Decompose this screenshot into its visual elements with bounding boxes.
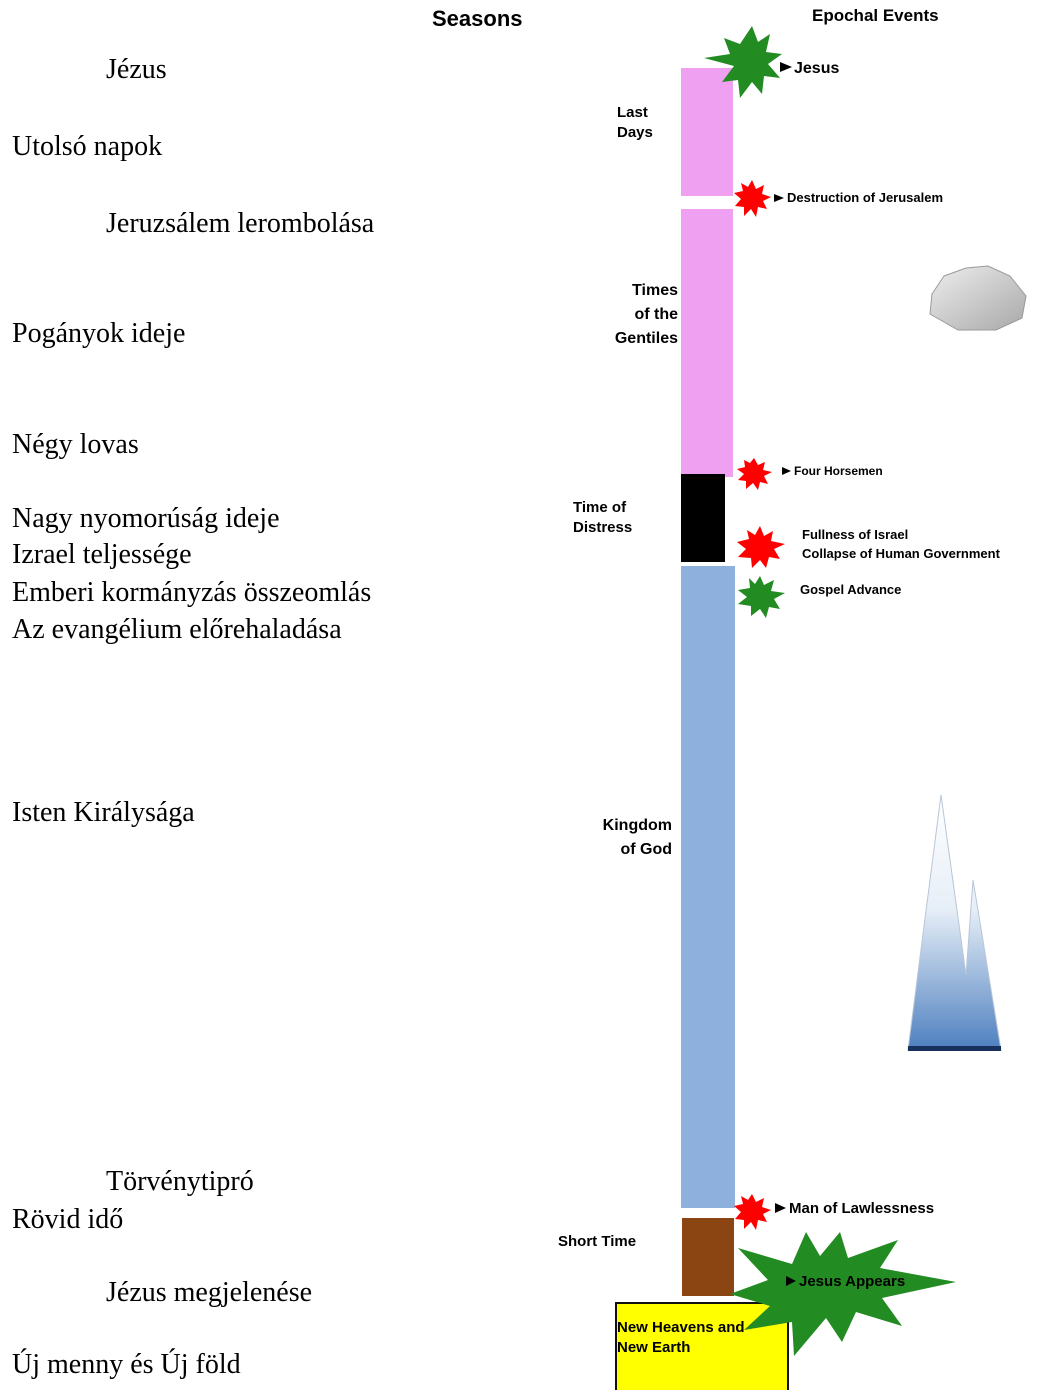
event-four-horsemen: Four Horsemen [794, 464, 883, 478]
season-label-line: Days [617, 124, 653, 142]
season-label-line: Last [617, 104, 648, 121]
hu-label-poganyok: Pogányok ideje [12, 318, 186, 349]
horsemen-star-icon [737, 458, 772, 490]
hu-label-izrael: Izrael teljessége [12, 539, 192, 570]
season-label-line: Time of [573, 499, 627, 516]
jesus-star-icon [704, 26, 782, 98]
gospel-star-icon [738, 576, 785, 618]
hu-label-jezus: Jézus [106, 54, 167, 85]
hu-label-emberi: Emberi kormányzás összeomlás [12, 577, 372, 608]
hu-label-uj-menny: Új menny és Új föld [12, 1349, 241, 1380]
time-of-distress-bar [681, 474, 725, 562]
season-label-times-gentiles: Times of the Gentiles [598, 279, 678, 351]
hu-label-utolso-napok: Utolsó napok [12, 131, 163, 162]
event-jesus: Jesus [794, 60, 840, 77]
hungarian-column: Jézus Utolsó napok Jeruzsálem lerombolás… [0, 0, 420, 1390]
hu-label-evangelium: Az evangélium előrehaladása [12, 614, 342, 645]
short-time-bar [682, 1218, 734, 1296]
event-jesus-appears: Jesus Appears [799, 1273, 906, 1290]
hu-label-torvenytipro: Törvénytipró [106, 1166, 254, 1197]
seasons-header: Seasons [432, 6, 523, 31]
season-label-time-distress: Time of Distress [573, 498, 632, 539]
lawlessness-star-icon [734, 1194, 771, 1230]
season-label-new-heavens: New Heavens and New Earth [617, 1318, 745, 1357]
arrow-horsemen-icon [782, 467, 791, 475]
rock-icon [929, 265, 1027, 331]
hu-label-jezus-megjelenese: Jézus megjelenése [106, 1277, 313, 1308]
arrow-lawlessness-icon [775, 1203, 786, 1213]
hu-label-negy-lovas: Négy lovas [12, 429, 139, 460]
season-label-line: Gentiles [614, 330, 678, 347]
event-fullness: Fullness of Israel [802, 527, 909, 542]
arrow-jesus-icon [780, 62, 792, 72]
season-label-line: Times [632, 282, 678, 299]
season-label-line: of God [620, 841, 672, 858]
season-label-short-time: Short Time [558, 1233, 637, 1250]
arrow-jesus-appears-icon [786, 1276, 796, 1286]
epochal-events-header: Epochal Events [812, 6, 939, 25]
hu-label-rovid-ido: Rövid idő [12, 1204, 124, 1235]
season-label-line: New Earth [617, 1338, 691, 1356]
season-label-last-days: Last Days [617, 103, 653, 144]
destruction-star-icon [734, 180, 771, 217]
event-collapse: Collapse of Human Government [802, 546, 1000, 561]
event-destruction: Destruction of Jerusalem [787, 190, 944, 205]
collapse-star-icon [737, 526, 785, 568]
event-gospel: Gospel Advance [800, 582, 902, 597]
hu-label-nagy-nyomorusag: Nagy nyomorúság ideje [12, 503, 280, 534]
season-label-line: Kingdom [602, 817, 672, 834]
season-label-line: of the [634, 306, 678, 323]
arrow-destruction-icon [774, 194, 784, 202]
kingdom-of-god-bar [681, 566, 735, 1208]
times-of-gentiles-bar [681, 209, 733, 477]
last-days-bar [681, 68, 733, 196]
event-lawlessness: Man of Lawlessness [789, 1200, 935, 1217]
season-label-line: New Heavens and [617, 1319, 745, 1336]
hu-label-jeruzsalem: Jeruzsálem lerombolása [106, 208, 375, 239]
mountain-base [908, 1046, 1001, 1051]
season-label-line: Distress [573, 519, 633, 537]
jesus-appears-star-icon [730, 1232, 956, 1356]
mountain-icon [907, 794, 1002, 1051]
hu-label-isten-kiralysaga: Isten Királysága [12, 797, 195, 828]
season-label-kingdom: Kingdom of God [572, 814, 672, 862]
